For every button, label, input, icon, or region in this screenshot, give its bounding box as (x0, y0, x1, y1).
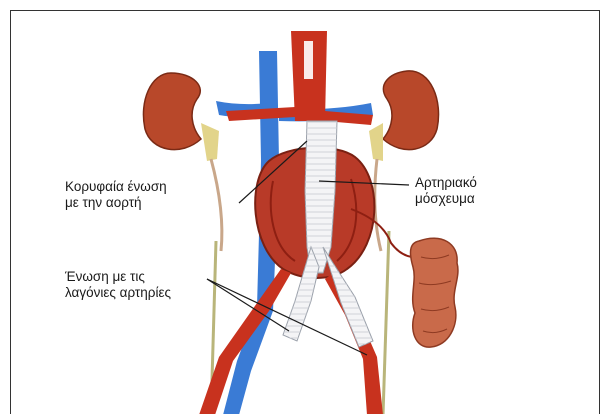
label-iliac-line1: Ένωση με τις (65, 269, 171, 285)
label-graft-line1: Αρτηριακό (415, 175, 477, 191)
label-arterial-graft: Αρτηριακό μόσχευμα (415, 175, 477, 207)
label-graft-line2: μόσχευμα (415, 191, 477, 207)
bowel-icon (411, 238, 458, 347)
aorta-highlight (304, 41, 313, 79)
label-iliac-anastomosis: Ένωση με τις λαγόνιες αρτηρίες (65, 269, 171, 301)
label-proximal-anastomosis: Κορυφαία ένωση με την αορτή (65, 179, 167, 211)
figure-frame: Κορυφαία ένωση με την αορτή Αρτηριακό μό… (10, 10, 600, 414)
aortic-graft-illustration (11, 11, 600, 414)
label-proximal-line2: με την αορτή (65, 195, 167, 211)
right-iliac-artery (325, 273, 383, 414)
kidney-left-icon (143, 73, 219, 161)
right-femoral-nerve (383, 231, 389, 414)
label-iliac-line2: λαγόνιες αρτηρίες (65, 285, 171, 301)
ureter-right (375, 159, 381, 251)
kidney-right-icon (369, 71, 439, 161)
label-proximal-line1: Κορυφαία ένωση (65, 179, 167, 195)
ureter-left (211, 159, 222, 251)
